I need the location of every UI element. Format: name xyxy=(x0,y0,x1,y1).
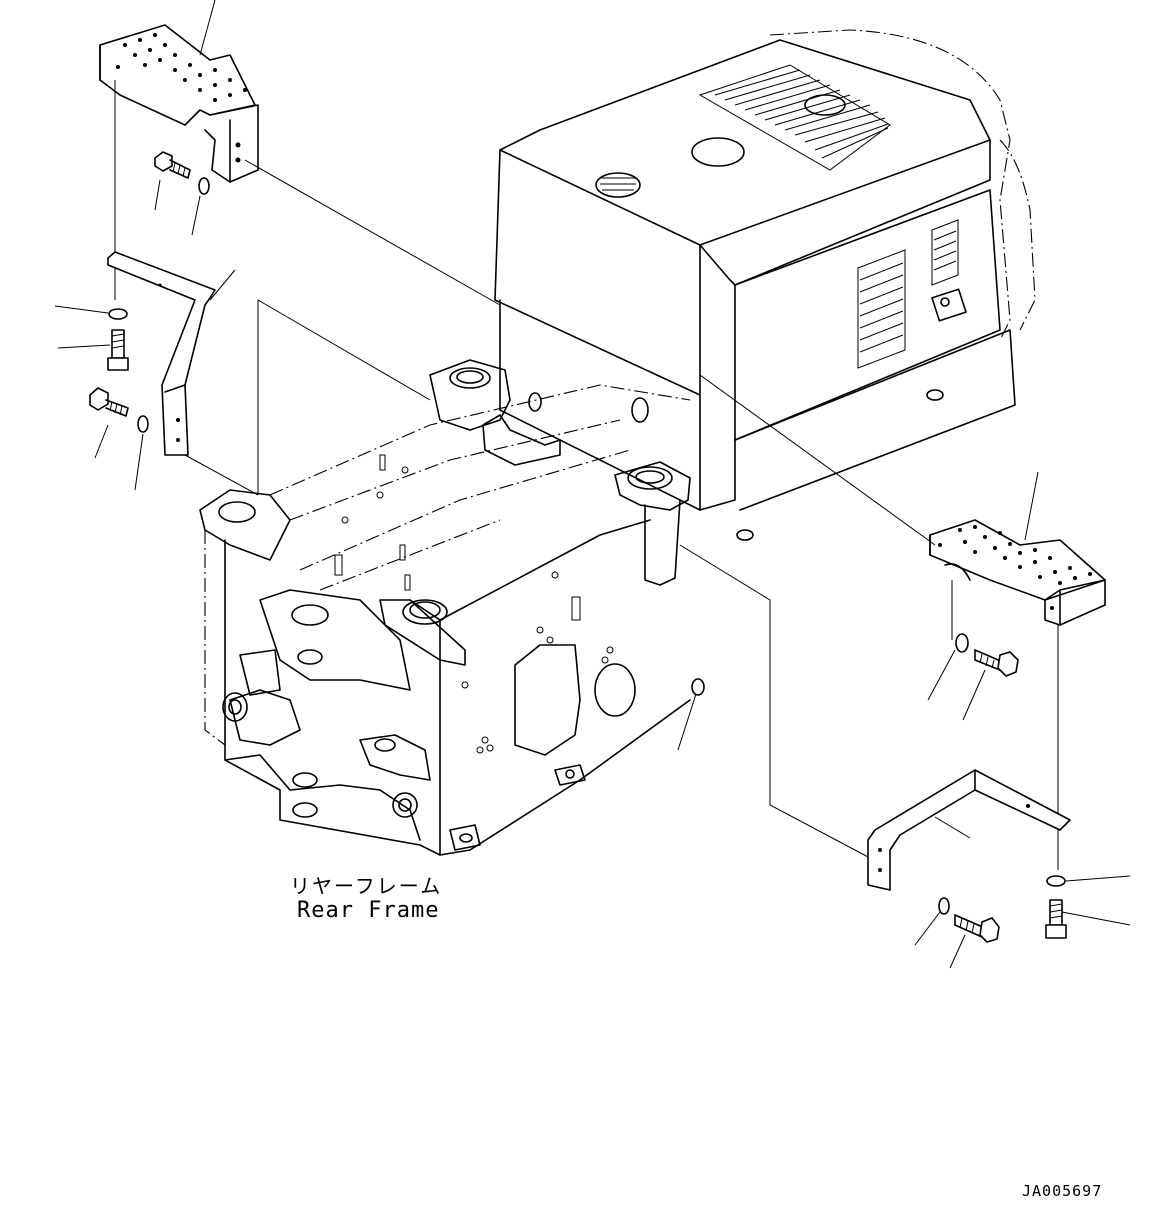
washer xyxy=(1046,875,1066,887)
leader-line xyxy=(949,934,966,969)
washer xyxy=(955,633,969,653)
frame-holes xyxy=(341,466,614,754)
washer xyxy=(938,897,950,915)
plug xyxy=(691,678,705,696)
bolt xyxy=(1045,899,1067,939)
washer xyxy=(108,308,128,320)
leader-line xyxy=(677,693,697,751)
washer xyxy=(137,415,149,433)
leader-line xyxy=(914,911,941,946)
leader-line xyxy=(257,299,431,401)
frame-label-japanese: リヤーフレーム xyxy=(290,874,443,898)
leader-line xyxy=(1024,471,1039,541)
right-step xyxy=(929,519,1106,626)
radiator-grill xyxy=(698,64,891,171)
leader-line xyxy=(154,179,161,211)
leader-line xyxy=(94,424,109,459)
bolt xyxy=(954,914,1000,943)
step-holes xyxy=(116,33,247,102)
washer xyxy=(198,177,210,195)
side-louvers xyxy=(857,219,959,369)
leader-line xyxy=(962,669,986,721)
frame-label-english: Rear Frame xyxy=(297,898,440,923)
bolt xyxy=(107,329,129,371)
leader-line xyxy=(54,305,109,314)
bolt xyxy=(154,151,191,179)
leader-line xyxy=(244,159,501,306)
leader-line xyxy=(191,195,201,236)
leader-line xyxy=(927,649,956,701)
leader-line xyxy=(199,0,216,56)
leader-line xyxy=(57,344,111,349)
step-holes xyxy=(938,525,1092,585)
right-step-bracket xyxy=(867,769,1071,891)
leader-line xyxy=(1061,911,1131,926)
leader-line xyxy=(679,544,871,859)
engine-hood xyxy=(494,29,1036,541)
leader-line xyxy=(184,454,259,496)
rear-frame xyxy=(199,359,691,856)
left-step-bracket xyxy=(107,251,216,456)
bolt xyxy=(89,387,129,417)
drawing-number: JA005697 xyxy=(1022,1182,1103,1200)
left-step xyxy=(99,24,259,183)
leader-line xyxy=(934,816,971,839)
leader-line xyxy=(134,433,144,491)
bolt xyxy=(974,649,1019,677)
leader-line xyxy=(1065,875,1131,882)
leader-line xyxy=(209,269,236,301)
leader-line xyxy=(699,374,936,546)
